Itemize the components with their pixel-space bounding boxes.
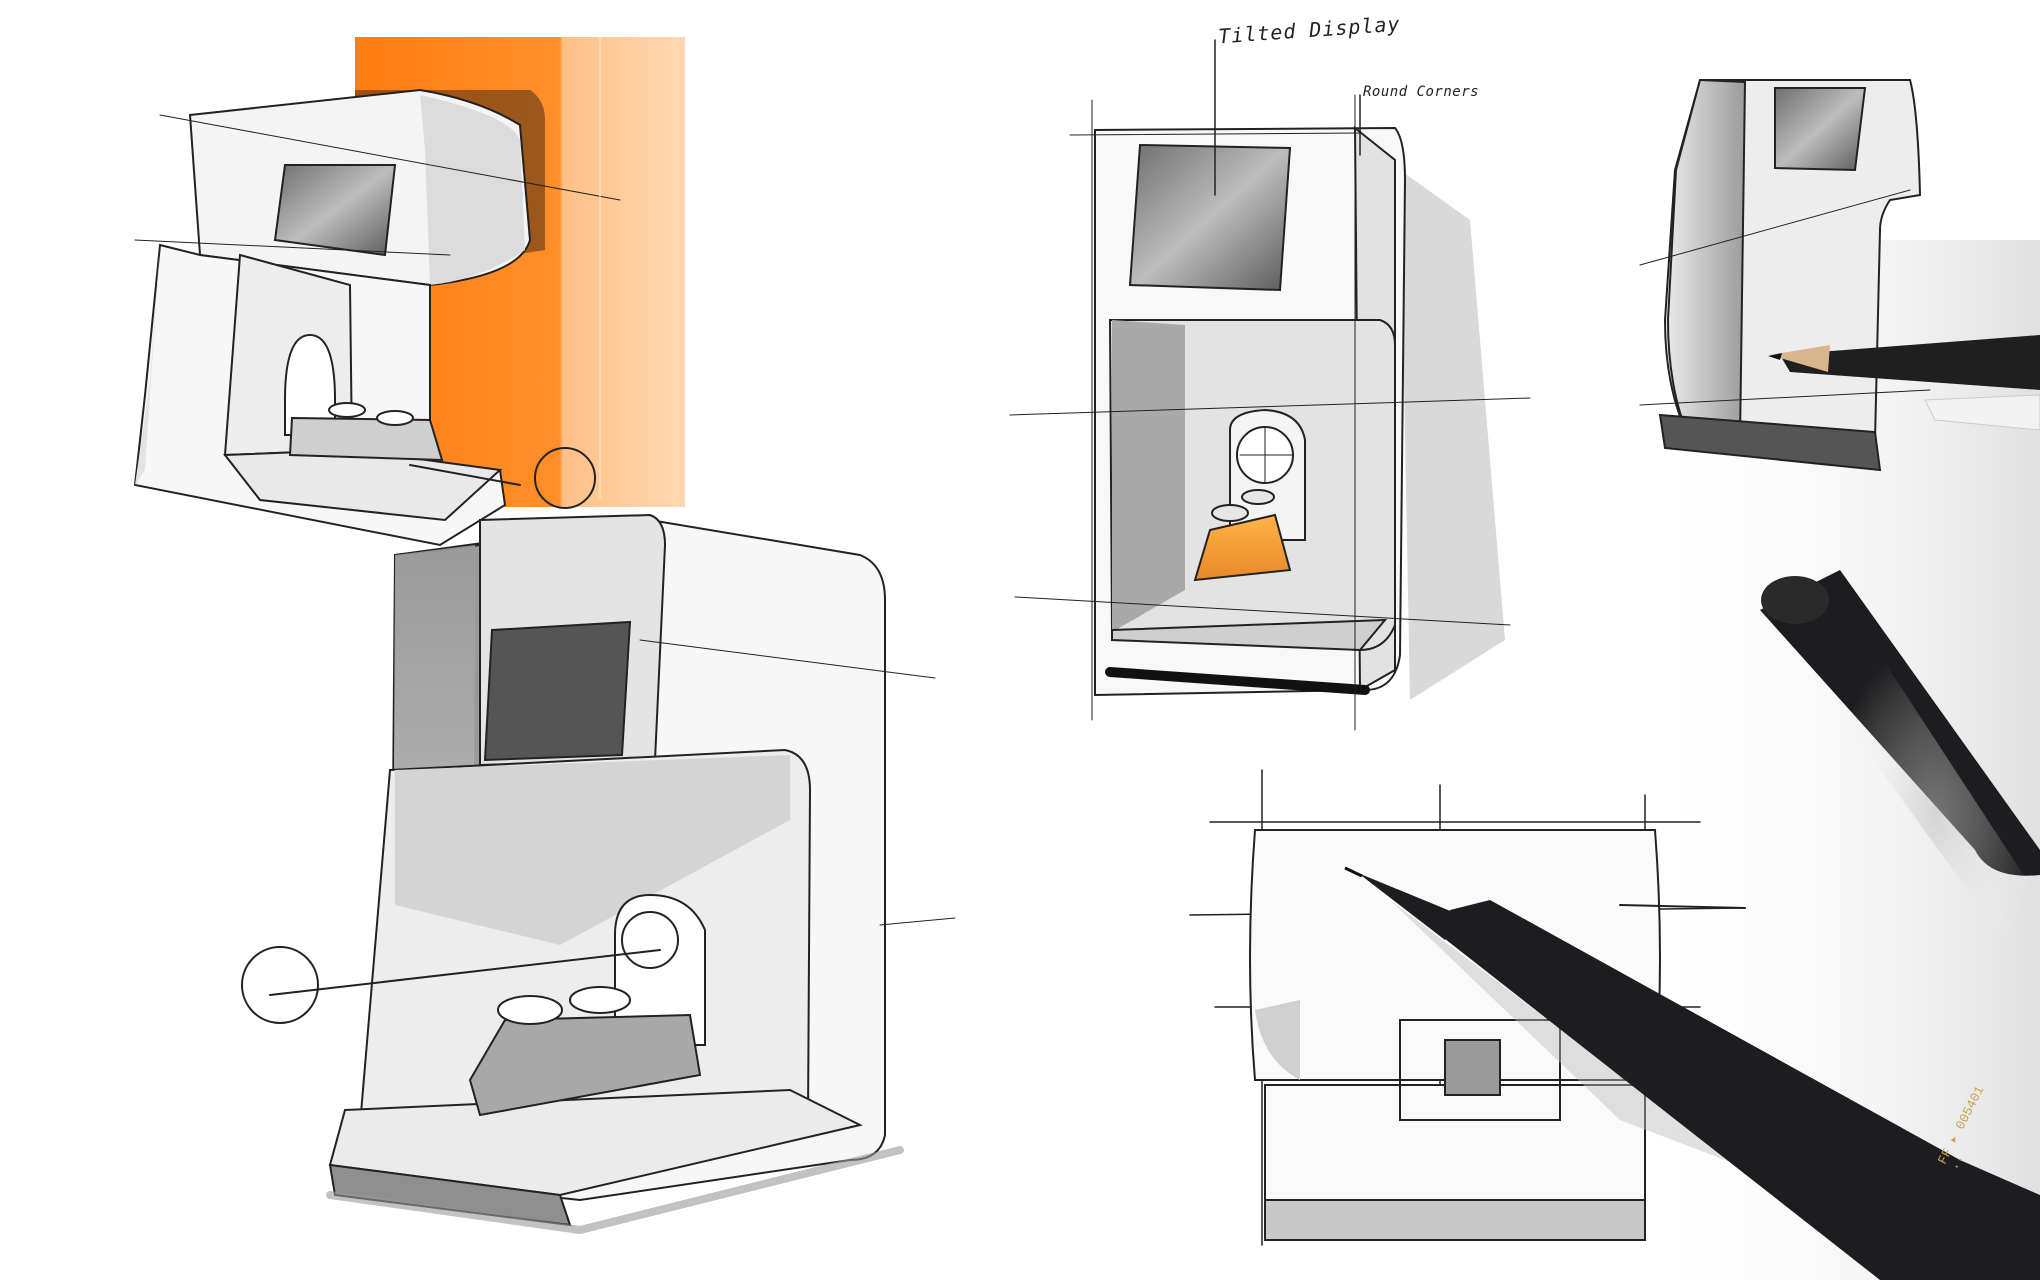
upper-workpiece-base — [288, 416, 444, 462]
pencil — [1768, 335, 2040, 431]
front-base-shadow — [1264, 1199, 1646, 1241]
side-left-face — [1666, 78, 1747, 441]
side-guide-2 — [1639, 389, 1931, 406]
lower-axis-line — [269, 949, 661, 996]
lower-cavity-ceiling — [395, 755, 790, 945]
product-knob-2 — [1241, 489, 1275, 505]
front-window — [1444, 1039, 1501, 1096]
lower-door-window — [621, 911, 679, 969]
lower-rotation-symbol — [241, 946, 319, 1024]
pen-barrel — [1440, 900, 2040, 1280]
lower-guide-2 — [879, 917, 956, 926]
upper-workpiece-1 — [328, 402, 366, 418]
pencil-wood-tip — [1770, 345, 1830, 372]
front-left-bevel — [1255, 1000, 1300, 1080]
lower-workpiece-2 — [569, 986, 631, 1014]
lower-workpiece-base — [468, 1013, 702, 1117]
product-cavity-floor — [1111, 618, 1388, 652]
upper-screen — [273, 164, 397, 257]
pencil-lead — [1768, 353, 1782, 360]
sketch-perspective-stack — [133, 37, 956, 1235]
lower-guide-1 — [639, 639, 936, 679]
side-base — [1658, 413, 1882, 472]
lower-base-shadow — [326, 1146, 904, 1235]
upper-rotation-symbol — [534, 447, 596, 509]
product-display — [1128, 143, 1292, 292]
lower-workpiece-1 — [497, 995, 563, 1025]
front-arrow — [1619, 904, 1746, 909]
product-guide-mid — [1009, 397, 1531, 416]
side-window — [1774, 87, 1867, 172]
product-guide-low — [1014, 596, 1511, 626]
marker-soft-shadow — [1830, 640, 2040, 990]
upper-guide-2 — [134, 239, 451, 256]
product-side-shadow — [1400, 170, 1505, 700]
lower-screen — [483, 620, 632, 762]
fineliner-pen — [1344, 866, 2040, 1280]
pencil-2-shaft — [1924, 394, 2040, 431]
product-base-shadow — [1105, 667, 1370, 695]
side-guide-1 — [1639, 189, 1911, 266]
upper-door-arch — [284, 333, 336, 436]
upper-guide-1 — [159, 114, 621, 201]
product-cavity-left — [1112, 320, 1185, 632]
pencil-shaft — [1780, 335, 2040, 390]
upper-workpiece-2 — [376, 410, 414, 426]
upper-machine-head-shade — [420, 95, 525, 285]
upper-axis-line — [409, 464, 521, 486]
marker-cap — [1760, 570, 2040, 990]
pen-tip-cone — [1358, 873, 1460, 940]
orange-keycap — [1193, 513, 1292, 582]
lower-cavity-floor — [328, 1088, 863, 1197]
annotation-round-corners: Round Corners — [1363, 84, 1480, 100]
sketch-orange-product-view — [1009, 39, 1531, 731]
front-cavity — [1399, 1019, 1561, 1121]
pen-nib — [1344, 866, 1363, 878]
marker-cap-top — [1761, 576, 1829, 624]
product-knob-1 — [1211, 504, 1249, 522]
